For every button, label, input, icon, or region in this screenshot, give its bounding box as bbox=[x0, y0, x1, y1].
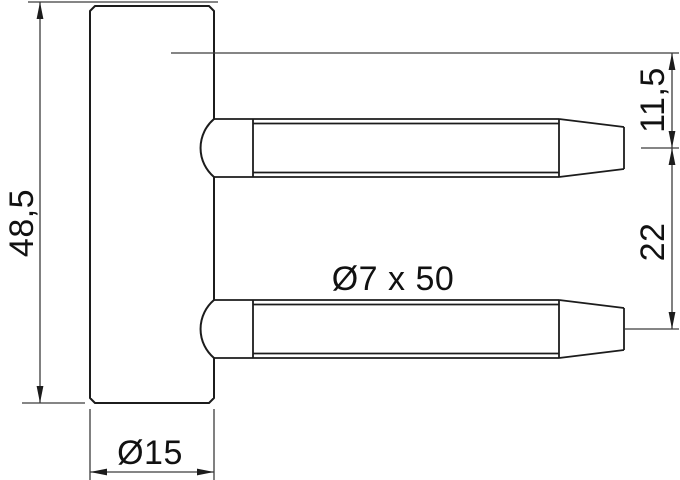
arrowhead-right bbox=[197, 468, 214, 476]
label-body-diameter: Ø15 bbox=[117, 434, 183, 472]
arrowhead-down bbox=[668, 312, 676, 329]
label-pin-dimension: Ø7 x 50 bbox=[332, 260, 455, 298]
pin-top bbox=[214, 118, 625, 178]
body-outline bbox=[89, 5, 215, 404]
label-pin-spacing: 22 bbox=[634, 223, 672, 262]
arrowhead-down bbox=[668, 131, 676, 148]
label-top-pin-offset: 11,5 bbox=[634, 67, 672, 133]
pin-bottom bbox=[214, 299, 625, 359]
arrowhead-up bbox=[36, 2, 44, 19]
dimension-pin-spacing: 22 bbox=[625, 148, 679, 330]
arrowhead-left bbox=[90, 468, 107, 476]
dimension-body-diameter: Ø15 bbox=[89, 409, 215, 480]
dimension-overall-height: 48,5 bbox=[3, 1, 218, 404]
label-overall-height: 48,5 bbox=[3, 189, 41, 257]
dimension-top-pin-offset: 11,5 bbox=[171, 52, 679, 149]
arrowhead-up bbox=[668, 148, 676, 165]
arrowhead-up bbox=[668, 53, 676, 70]
arrowhead-down bbox=[36, 386, 44, 403]
